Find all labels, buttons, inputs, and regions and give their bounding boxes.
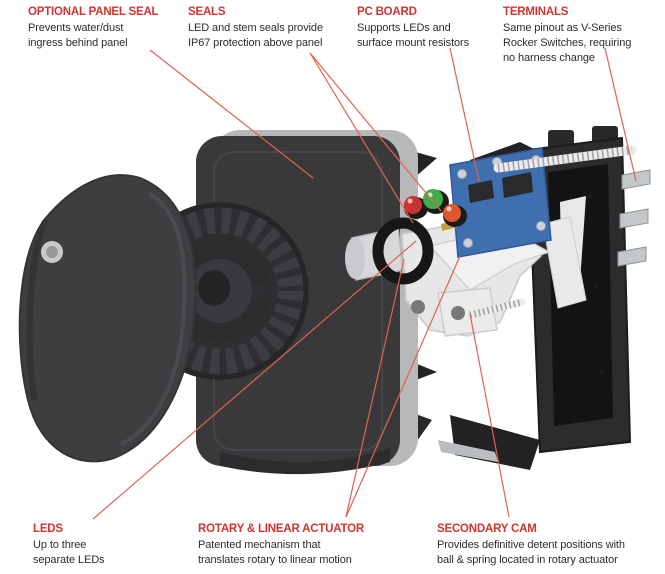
callout-secondary-cam-title: SECONDARY CAM bbox=[437, 523, 537, 535]
pc-board bbox=[441, 147, 552, 258]
spring-top-base bbox=[493, 145, 637, 173]
callout-optional-panel-seal-body: Prevents water/dust ingress behind panel bbox=[28, 22, 128, 49]
callout-leds-body: Up to three separate LEDs bbox=[33, 539, 105, 566]
actuator-plunger bbox=[542, 216, 587, 309]
leader-line-seals bbox=[309, 52, 414, 224]
terminals bbox=[617, 169, 651, 267]
terminal-blade-2 bbox=[619, 208, 649, 229]
callout-pc-board-title: PC BOARD bbox=[357, 6, 417, 18]
stem-seal-oring bbox=[372, 217, 434, 285]
leader-line-rotary-linear-actuator bbox=[345, 258, 405, 518]
pcb-pad-4 bbox=[536, 221, 546, 231]
smd-resistor-2 bbox=[502, 172, 533, 198]
callout-terminals-title: TERMINALS bbox=[503, 6, 569, 18]
housing-rivet-2 bbox=[593, 283, 599, 289]
leader-line-leds bbox=[92, 240, 417, 520]
callout-rotary-linear-actuator-title: ROTARY & LINEAR ACTUATOR bbox=[198, 523, 364, 535]
pcb-pad-1 bbox=[457, 169, 467, 179]
terminal-blade-bottom bbox=[438, 440, 498, 462]
cam-hole-1 bbox=[411, 300, 425, 314]
secondary-cam bbox=[437, 287, 498, 337]
leader-line-terminals bbox=[604, 47, 637, 182]
terminal-blade-3 bbox=[617, 246, 647, 267]
springs bbox=[466, 145, 637, 319]
housing-rivet-1 bbox=[588, 193, 594, 199]
leader-lines bbox=[92, 47, 637, 520]
wheel-vanes bbox=[135, 206, 305, 376]
actuator-shaft-end bbox=[345, 237, 365, 279]
led-red-highlight bbox=[407, 198, 413, 204]
callout-terminals: TERMINALS Same pinout as V-Series Rocker… bbox=[503, 6, 663, 66]
wheel-hub-bore bbox=[198, 270, 230, 306]
callout-seals: SEALS LED and stem seals provide IP67 pr… bbox=[188, 6, 358, 51]
wheel-key-tab bbox=[252, 282, 272, 299]
callout-rotary-linear-actuator: ROTARY & LINEAR ACTUATOR Patented mechan… bbox=[198, 523, 408, 568]
callout-rotary-linear-actuator-body: Patented mechanism that translates rotar… bbox=[198, 539, 352, 566]
knob-ridge-highlight bbox=[120, 192, 187, 446]
callout-pc-board: PC BOARD Supports LEDs and surface mount… bbox=[357, 6, 507, 51]
leds bbox=[404, 189, 467, 227]
cam-hole-2 bbox=[451, 306, 465, 320]
callout-terminals-body: Same pinout as V-Series Rocker Switches,… bbox=[503, 22, 632, 64]
callout-seals-body: LED and stem seals provide IP67 protecti… bbox=[188, 22, 323, 49]
led-red bbox=[404, 196, 422, 214]
callout-seals-title: SEALS bbox=[188, 6, 226, 18]
led-orange bbox=[443, 204, 461, 222]
actuator-knob bbox=[18, 174, 197, 463]
leader-line-seals bbox=[309, 52, 442, 212]
callout-pc-board-body: Supports LEDs and surface mount resistor… bbox=[357, 22, 470, 49]
callout-secondary-cam-body: Provides definitive detent positions wit… bbox=[437, 539, 625, 566]
callout-optional-panel-seal: OPTIONAL PANEL SEAL Prevents water/dust … bbox=[28, 6, 188, 51]
pcb-pad-5 bbox=[463, 238, 473, 248]
callout-secondary-cam: SECONDARY CAM Provides definitive detent… bbox=[437, 523, 665, 568]
bezel-bottom-edge bbox=[220, 448, 390, 475]
leader-line-pc-board bbox=[449, 47, 480, 182]
knob-side-shade bbox=[26, 219, 48, 401]
smd-resistor-1 bbox=[468, 180, 494, 203]
housing-tab-left bbox=[548, 130, 574, 148]
callout-leds: LEDS Up to three separate LEDs bbox=[33, 523, 143, 568]
callout-optional-panel-seal-title: OPTIONAL PANEL SEAL bbox=[28, 6, 159, 18]
knob-body bbox=[18, 174, 197, 463]
leader-line-rotary-linear-actuator bbox=[345, 255, 461, 518]
leader-line-secondary-cam bbox=[469, 313, 510, 518]
leader-line-optional-panel-seal bbox=[149, 49, 314, 179]
spring-cam-base bbox=[466, 298, 526, 319]
led-orange-highlight bbox=[446, 206, 452, 212]
callout-leds-title: LEDS bbox=[33, 523, 63, 535]
housing-rivet-3 bbox=[598, 369, 604, 375]
knob-led-window-inner bbox=[46, 246, 58, 258]
